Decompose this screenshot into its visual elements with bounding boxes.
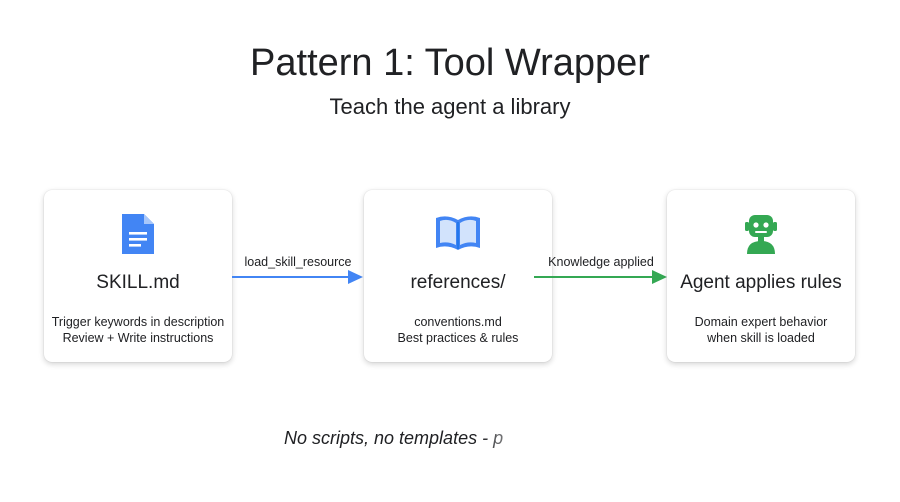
description-line: Domain expert behavior xyxy=(694,315,828,329)
diagram-subtitle: Teach the agent a library xyxy=(329,94,571,119)
arrow-right-blue xyxy=(232,270,363,284)
document-icon xyxy=(120,212,156,261)
references-card: references/ conventions.md Best practice… xyxy=(364,190,552,362)
description-line: Trigger keywords in description xyxy=(51,315,225,329)
footnote: No scripts, no templates - p xyxy=(284,428,504,448)
card-description: Domain expert behavior when skill is loa… xyxy=(667,314,855,346)
description-line: conventions.md xyxy=(414,315,502,329)
open-book-icon xyxy=(433,212,483,259)
description-line: when skill is loaded xyxy=(707,331,815,345)
description-line: Best practices & rules xyxy=(397,331,519,345)
card-title: references/ xyxy=(410,272,506,293)
skill-md-card: SKILL.md Trigger keywords in description… xyxy=(44,190,232,362)
card-title: SKILL.md xyxy=(96,272,180,293)
diagram-title: Pattern 1: Tool Wrapper xyxy=(250,42,650,84)
card-description: Trigger keywords in description Review +… xyxy=(44,314,232,346)
fade-overlay xyxy=(480,418,650,458)
arrow-label: load_skill_resource xyxy=(244,255,352,269)
agent-card: Agent applies rules Domain expert behavi… xyxy=(667,190,855,362)
description-line: Review + Write instructions xyxy=(62,331,214,345)
arrow-right-green xyxy=(534,270,667,284)
arrow-label: Knowledge applied xyxy=(548,255,654,269)
card-description: conventions.md Best practices & rules xyxy=(364,314,552,346)
robot-icon xyxy=(741,212,781,261)
card-title: Agent applies rules xyxy=(680,272,842,293)
